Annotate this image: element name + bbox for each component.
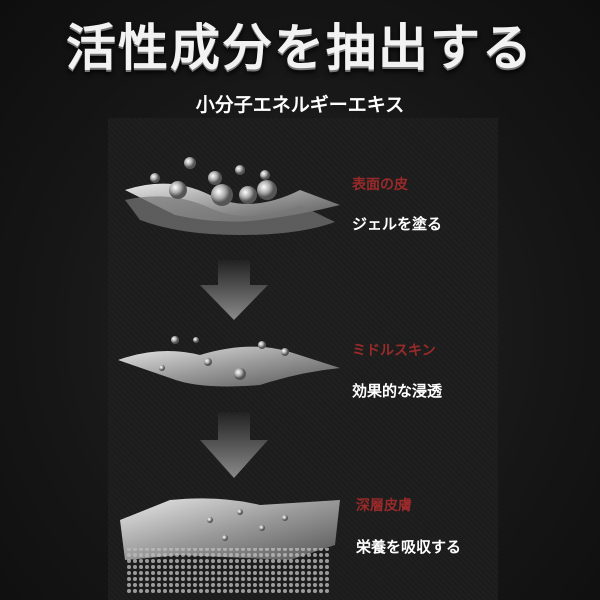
layer-desc-middle: 効果的な浸透 [352, 382, 443, 400]
deep-skin-layer [120, 498, 340, 595]
down-arrow-icon [200, 260, 268, 320]
middle-skin-layer [118, 336, 340, 387]
layer-label-deep: 深層皮膚 [356, 498, 412, 514]
layer-label-middle: ミドルスキン [352, 343, 436, 359]
subtitle: 小分子エネルギーエキス [195, 94, 405, 116]
surface-skin-layer [125, 157, 340, 235]
layer-desc-surface: ジェルを塗る [352, 215, 443, 233]
page-title: 活性成分を抽出する [66, 19, 534, 77]
down-arrow-icon [200, 412, 268, 478]
layer-desc-deep: 栄養を吸収する [356, 538, 462, 556]
layer-label-surface: 表面の皮 [352, 177, 408, 193]
